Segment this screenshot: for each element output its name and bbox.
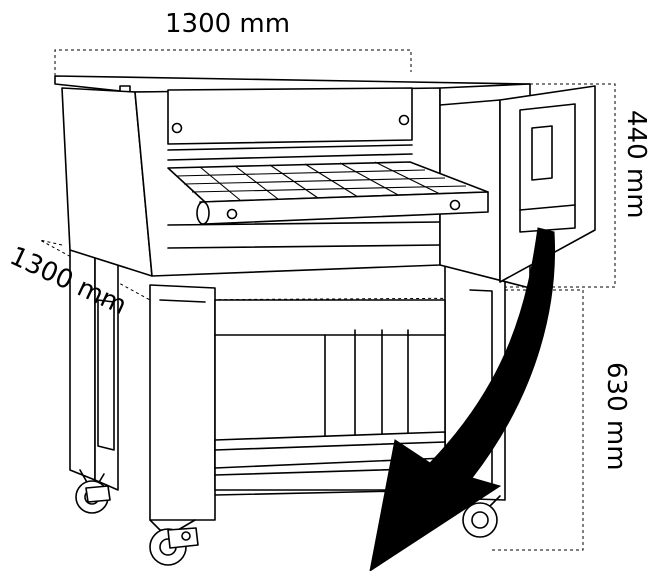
stand-frame: [69, 249, 506, 521]
conveyor-belt: [167, 161, 489, 225]
curved-arrow-icon: [369, 227, 555, 571]
dimension-right-upper-height: 440 mm: [621, 110, 651, 219]
dimension-right-lower-height: 630 mm: [601, 362, 631, 471]
dimension-top-width: 1300 mm: [165, 9, 290, 39]
casters: [75, 469, 501, 566]
